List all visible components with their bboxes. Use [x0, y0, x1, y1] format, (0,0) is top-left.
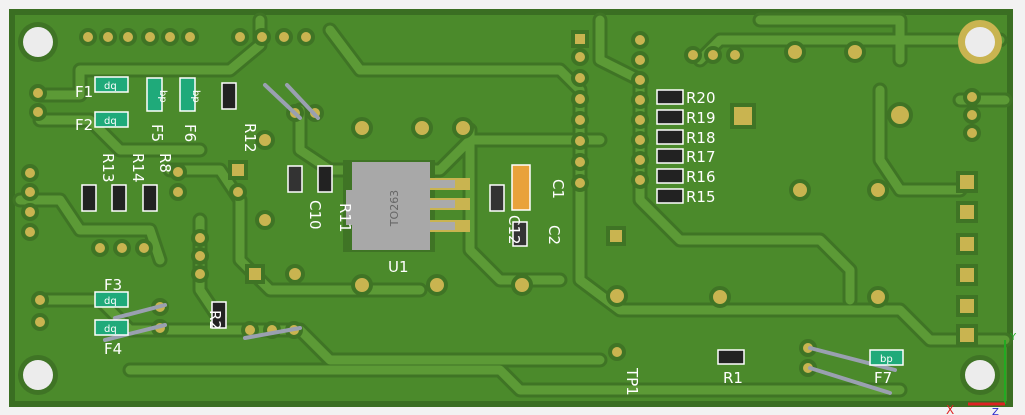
svg-text:C10: C10 — [306, 200, 324, 230]
ref-u1: U1 — [388, 258, 409, 276]
regulator-u1[interactable]: TO263 U1 — [343, 160, 470, 276]
svg-text:X: X — [946, 403, 954, 415]
svg-text:C12: C12 — [505, 215, 523, 245]
ref-f7: F7 — [874, 369, 892, 387]
svg-text:R16: R16 — [686, 168, 716, 186]
svg-text:C1: C1 — [549, 179, 567, 199]
axis-indicator: X Y Z — [946, 332, 1017, 415]
ref-tp1: TP1 — [623, 367, 641, 396]
svg-text:R20: R20 — [686, 89, 716, 107]
svg-text:R19: R19 — [686, 109, 716, 127]
passives: R1 R2 R8 R11 R12 R13 R14 R15 R16 R17 R18… — [81, 82, 745, 396]
jumper-wires — [103, 83, 897, 395]
svg-text:bp: bp — [157, 90, 168, 103]
fuses: dq dq dq dq bp bp bp F1 F2 F3 F4 F5 F6 F… — [75, 76, 904, 387]
svg-text:Y: Y — [1009, 332, 1017, 343]
svg-text:dq: dq — [104, 116, 117, 127]
svg-text:R8: R8 — [156, 153, 174, 173]
svg-text:R11: R11 — [336, 203, 354, 233]
mounting-holes — [18, 20, 1002, 395]
svg-text:dq: dq — [104, 81, 117, 92]
svg-text:R15: R15 — [686, 188, 716, 206]
svg-text:R18: R18 — [686, 129, 716, 147]
ref-f4: F4 — [104, 340, 122, 358]
ref-f3: F3 — [104, 276, 122, 294]
svg-text:R14: R14 — [129, 153, 147, 183]
svg-text:R2: R2 — [206, 310, 224, 330]
ref-f6: F6 — [181, 124, 199, 142]
svg-text:C2: C2 — [545, 225, 563, 245]
ref-f2: F2 — [75, 116, 93, 134]
svg-text:Z: Z — [992, 407, 999, 415]
svg-text:R1: R1 — [723, 369, 743, 387]
svg-text:bp: bp — [190, 90, 201, 103]
svg-text:R12: R12 — [241, 123, 259, 153]
svg-text:R13: R13 — [99, 153, 117, 183]
svg-text:R17: R17 — [686, 148, 716, 166]
package-label: TO263 — [388, 190, 401, 227]
ref-f5: F5 — [148, 124, 166, 142]
ref-f1: F1 — [75, 83, 93, 101]
svg-text:dq: dq — [104, 296, 117, 307]
svg-text:dq: dq — [104, 324, 117, 335]
svg-text:bp: bp — [880, 354, 893, 365]
